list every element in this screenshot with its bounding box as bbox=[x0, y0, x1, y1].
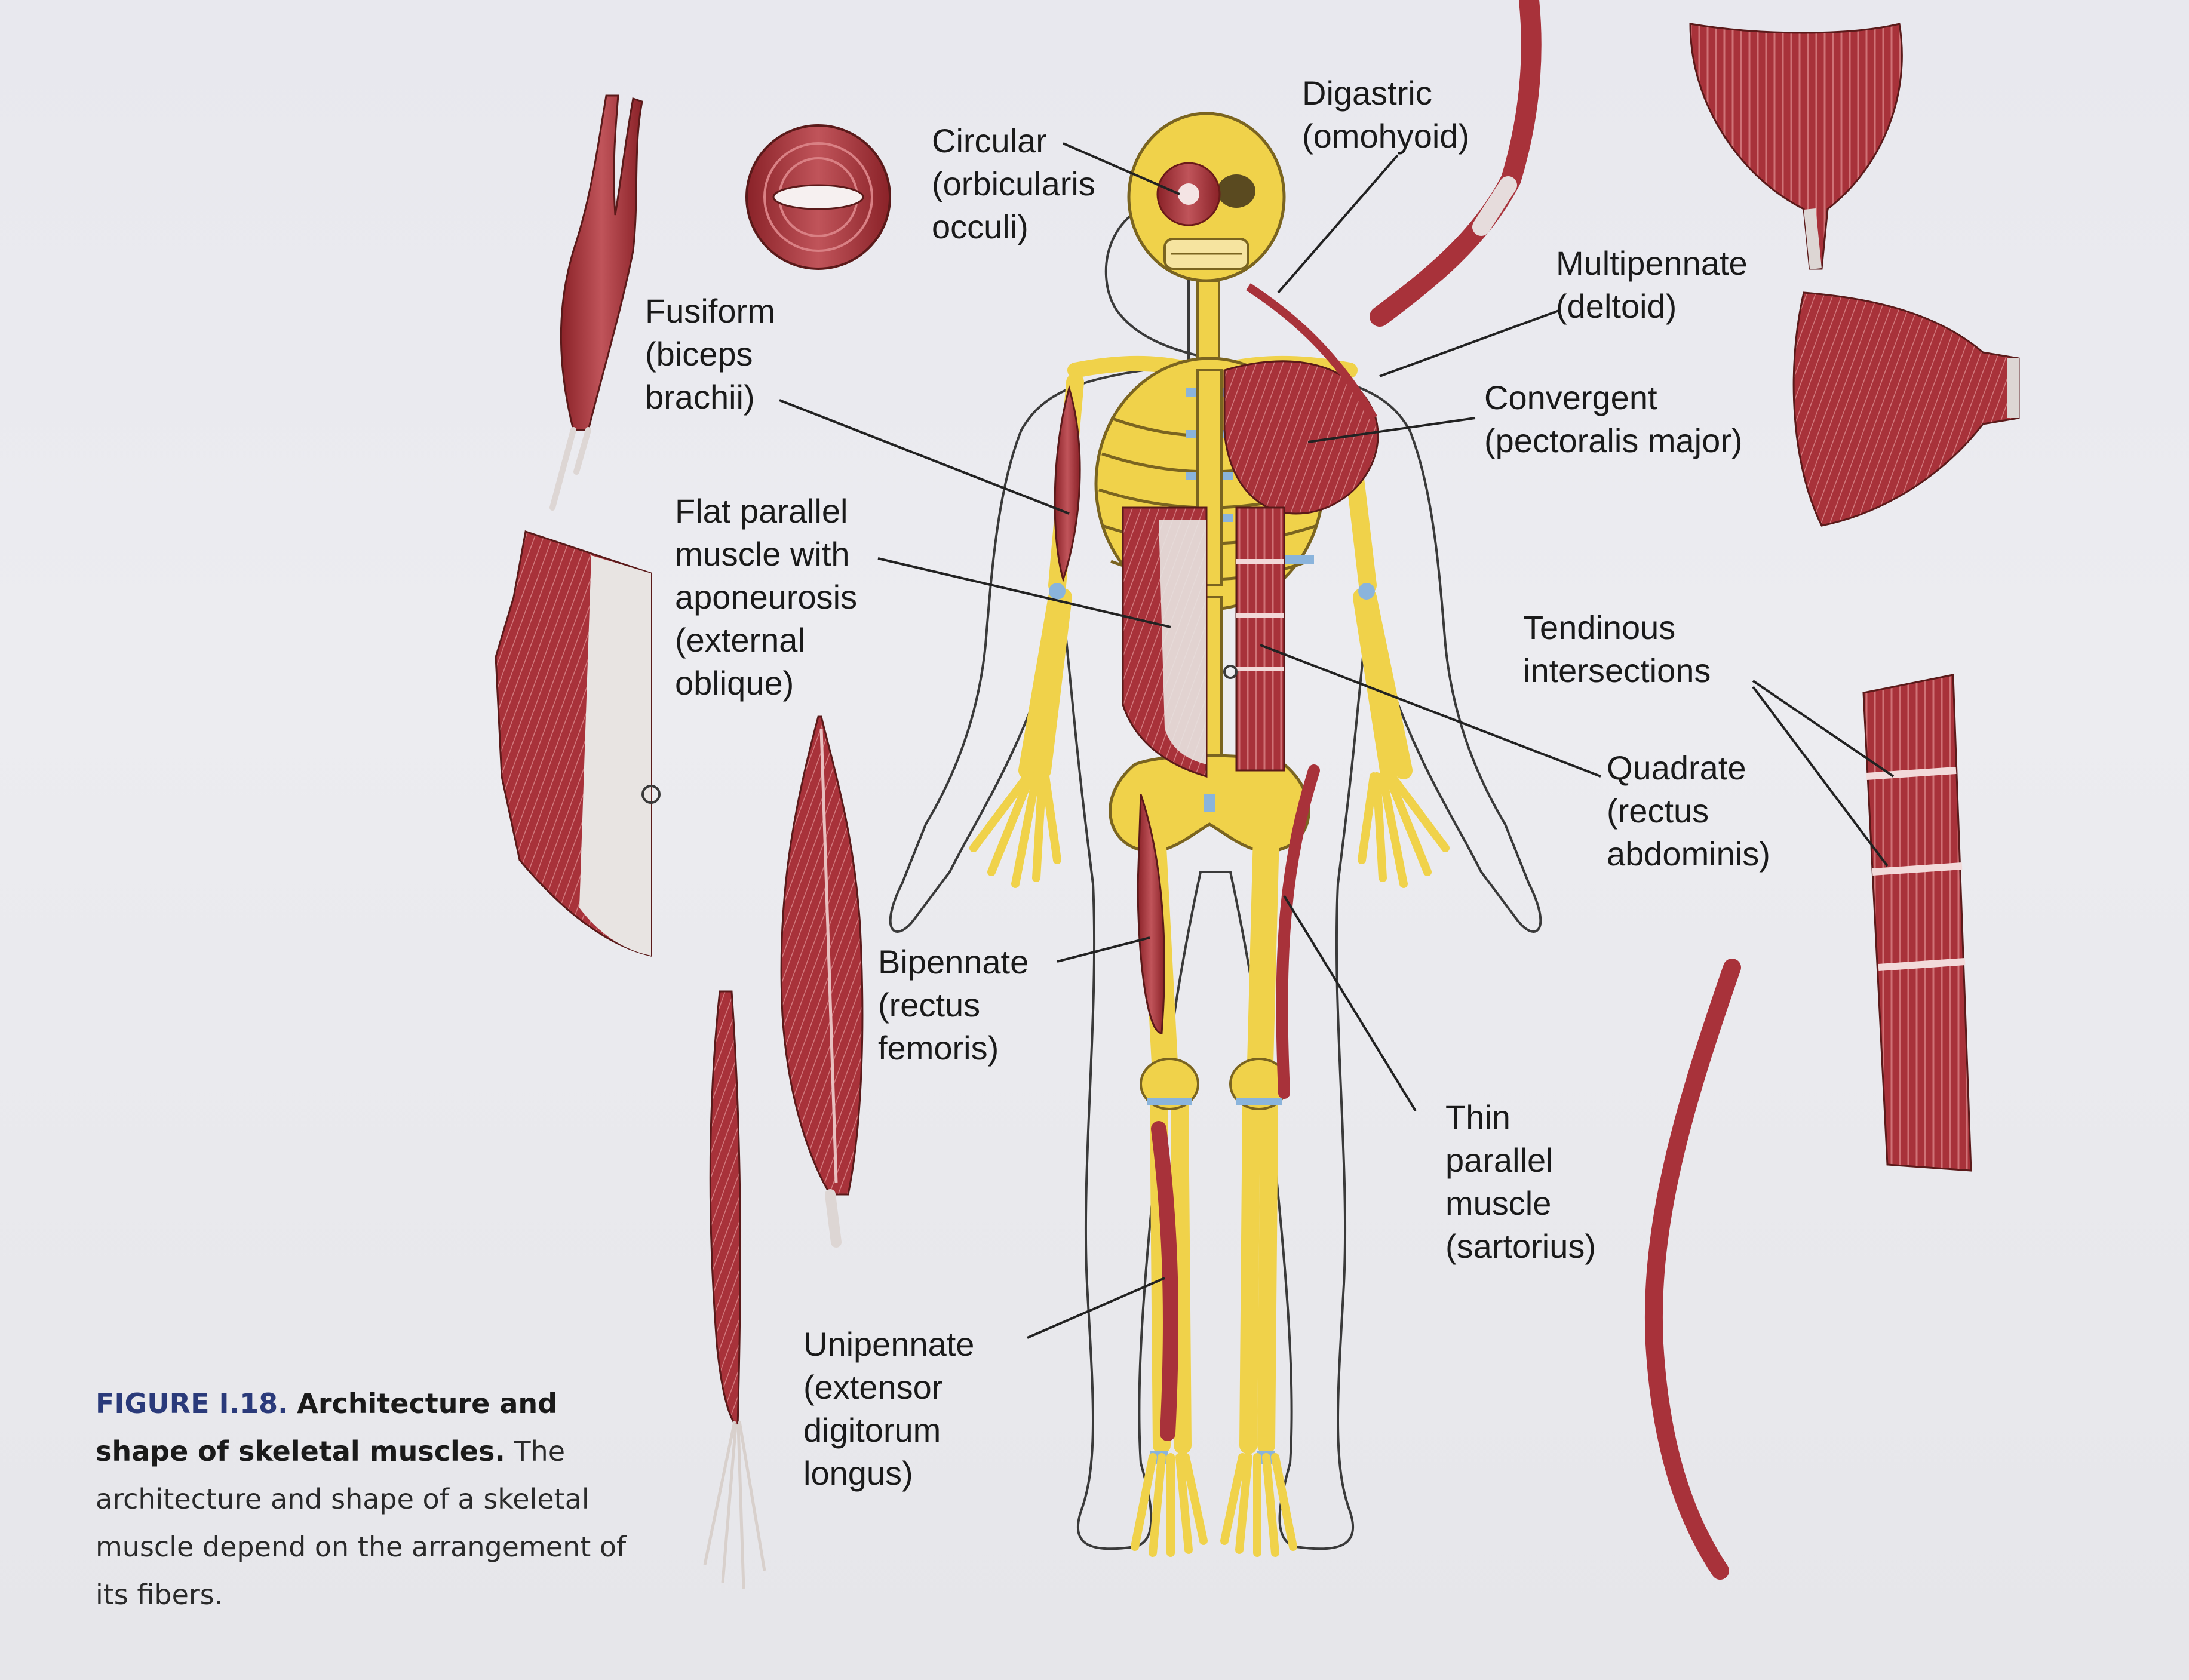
multipennate-muscle-specimen bbox=[1689, 23, 1903, 270]
leg-bones bbox=[1140, 823, 1279, 1076]
label-circular: Circular (orbicularis occuli) bbox=[932, 122, 1095, 245]
fusiform-muscle-specimen bbox=[549, 94, 643, 511]
leader-multipennate bbox=[1379, 309, 1559, 377]
leader-tendinous-1 bbox=[1752, 680, 1895, 778]
leader-fusiform bbox=[779, 399, 1070, 515]
rectus-abdominis-on-figure bbox=[1235, 506, 1285, 772]
feet bbox=[1131, 1453, 1297, 1557]
deltoid-pectoralis-on-figure bbox=[1223, 360, 1379, 515]
label-flat-parallel: Flat parallel muscle with aponeurosis (e… bbox=[675, 492, 858, 702]
label-quadrate: Quadrate (rectus abdominis) bbox=[1607, 749, 1770, 873]
unipennate-muscle-specimen bbox=[703, 990, 766, 1589]
sartorius-on-figure bbox=[1276, 764, 1320, 1099]
body-figure bbox=[889, 112, 1542, 1557]
circular-muscle-specimen bbox=[745, 124, 891, 270]
leader-bipennate bbox=[1057, 936, 1150, 963]
label-thin-parallel: Thin parallel muscle (sartorius) bbox=[1445, 1098, 1597, 1265]
caption-title: Architecture and shape of skeletal muscl… bbox=[96, 1387, 558, 1467]
leader-thin-parallel bbox=[1283, 895, 1417, 1112]
leader-flat-parallel bbox=[877, 557, 1171, 628]
label-bipennate: Bipennate (rectus femoris) bbox=[878, 943, 1029, 1067]
leader-quadrate bbox=[1260, 644, 1601, 778]
caption-text: The architecture and shape of a skeletal… bbox=[96, 1435, 627, 1611]
elbow-cartilage bbox=[1049, 583, 1066, 600]
extensor-digitorum-on-figure bbox=[1151, 1121, 1178, 1441]
label-digastric: Digastric (omohyoid) bbox=[1302, 74, 1470, 155]
biceps-on-figure bbox=[1054, 385, 1081, 583]
leader-digastric bbox=[1277, 154, 1399, 294]
quadrate-muscle-specimen bbox=[1862, 674, 1972, 1172]
digastric-muscle-specimen bbox=[1370, 0, 1542, 327]
hands bbox=[969, 772, 1450, 888]
leader-unipennate bbox=[1027, 1277, 1165, 1339]
omohyoid-on-figure bbox=[1246, 283, 1378, 420]
label-unipennate: Unipennate (extensor digitorum longus) bbox=[803, 1325, 975, 1492]
label-fusiform: Fusiform (biceps brachii) bbox=[645, 292, 775, 416]
cervical-spine bbox=[1196, 280, 1220, 366]
navel bbox=[1223, 665, 1238, 679]
leader-convergent bbox=[1307, 417, 1476, 443]
rectus-femoris-on-figure bbox=[1137, 794, 1165, 1034]
eye-socket-right bbox=[1217, 174, 1255, 208]
bipennate-muscle-specimen bbox=[780, 715, 864, 1248]
leader-circular bbox=[1063, 142, 1180, 195]
label-convergent: Convergent (pectoralis major) bbox=[1484, 379, 1743, 459]
flat-parallel-muscle-specimen bbox=[495, 530, 661, 957]
knees bbox=[1140, 1058, 1289, 1110]
caption-figure-number: FIGURE I.18. bbox=[96, 1387, 288, 1420]
convergent-muscle-specimen bbox=[1792, 291, 2020, 527]
leader-tendinous-2 bbox=[1752, 686, 1889, 867]
label-multipennate: Multipennate (deltoid) bbox=[1556, 244, 1748, 325]
thin-parallel-muscle-specimen bbox=[1644, 959, 1741, 1580]
leader-lines bbox=[779, 142, 1895, 1339]
figure-caption: FIGURE I.18. Architecture and shape of s… bbox=[96, 1380, 633, 1618]
label-tendinous: Tendinous intersections bbox=[1523, 609, 1711, 689]
